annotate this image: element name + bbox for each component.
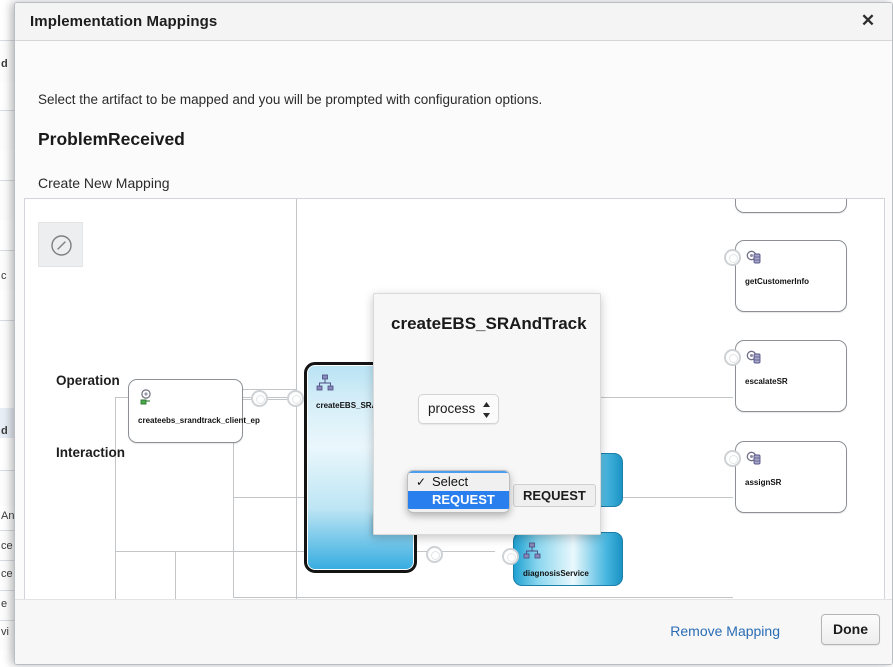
connector-line — [233, 477, 234, 597]
operation-label: Operation — [56, 373, 120, 388]
node-port[interactable] — [724, 450, 741, 467]
background-text-fragment: d — [1, 425, 8, 437]
node-port[interactable] — [426, 546, 443, 563]
service-tree-icon — [523, 542, 541, 565]
background-text-fragment: ce — [1, 540, 13, 552]
composite-icon — [138, 388, 155, 410]
instruction-text: Select the artifact to be mapped and you… — [38, 92, 543, 107]
dropdown-option-label: REQUEST — [432, 492, 495, 507]
gear-db-icon — [745, 450, 763, 473]
popover-title: createEBS_SRAndTrack — [391, 314, 587, 333]
close-icon[interactable]: ✕ — [860, 11, 876, 30]
node-createebs-srandtrack-client-ep[interactable]: createebs_srandtrack_client_ep — [128, 379, 260, 443]
dropdown-option-request[interactable]: REQUEST — [408, 491, 509, 509]
connector-line — [236, 389, 296, 390]
interaction-value-button[interactable]: REQUEST — [513, 484, 596, 507]
node-label: getCustomerInfo — [745, 277, 809, 286]
node-port[interactable] — [724, 349, 741, 366]
node-label: assignSR — [745, 478, 782, 487]
check-icon: ✓ — [416, 475, 427, 489]
connector-line — [243, 399, 301, 400]
dialog-header: Implementation Mappings ✕ — [15, 3, 892, 41]
dropdown-option-label: Select — [432, 474, 469, 489]
service-tree-icon — [316, 374, 334, 397]
node-diagnosisservice[interactable]: diagnosisService — [513, 532, 623, 586]
connector-line — [115, 397, 116, 613]
connector-line — [175, 551, 176, 627]
node-label: escalateSR — [745, 377, 788, 386]
background-text-fragment: vi — [1, 626, 9, 638]
stepper-arrows-icon — [482, 401, 491, 419]
background-text-fragment: e — [1, 598, 8, 610]
section-label: Create New Mapping — [38, 175, 170, 191]
interaction-label: Interaction — [56, 445, 126, 460]
gear-db-icon — [745, 249, 763, 272]
operation-select[interactable]: process — [418, 394, 499, 424]
node-assignsr[interactable]: assignSR — [735, 441, 847, 513]
node-label: createEBS_SRAnd — [316, 401, 388, 410]
background-text-fragment: An — [1, 510, 15, 522]
node-port[interactable] — [502, 548, 519, 565]
connector-line — [296, 199, 297, 635]
operation-value: process — [428, 401, 476, 416]
node-port[interactable] — [251, 390, 268, 407]
background-text-fragment: d — [1, 58, 8, 70]
implementation-mappings-dialog: Implementation Mappings ✕ Select the art… — [14, 2, 893, 665]
dialog-footer: Remove Mapping Done — [15, 599, 892, 664]
background-text-fragment: ce — [1, 568, 13, 580]
node-escalatesr[interactable]: escalateSR — [735, 340, 847, 412]
node-getcustomerinfo[interactable]: getCustomerInfo — [735, 240, 847, 312]
gear-db-icon — [745, 349, 763, 372]
connector-line — [233, 597, 733, 598]
node-clipped-top[interactable] — [735, 199, 847, 213]
page-title: ProblemReceived — [38, 129, 185, 149]
done-button[interactable]: Done — [821, 614, 880, 645]
background-text-fragment: c — [1, 270, 7, 282]
node-label: diagnosisService — [523, 569, 589, 578]
compass-tool-button[interactable] — [38, 222, 83, 267]
dialog-title: Implementation Mappings — [30, 13, 218, 30]
node-port[interactable] — [287, 390, 304, 407]
interaction-dropdown-list[interactable]: ✓ Select REQUEST — [407, 470, 510, 513]
dropdown-option-select[interactable]: ✓ Select — [408, 473, 509, 491]
dialog-body: Select the artifact to be mapped and you… — [15, 41, 892, 664]
node-label: createebs_srandtrack_client_ep — [138, 416, 260, 425]
remove-mapping-link[interactable]: Remove Mapping — [670, 623, 780, 639]
node-port[interactable] — [724, 249, 741, 266]
